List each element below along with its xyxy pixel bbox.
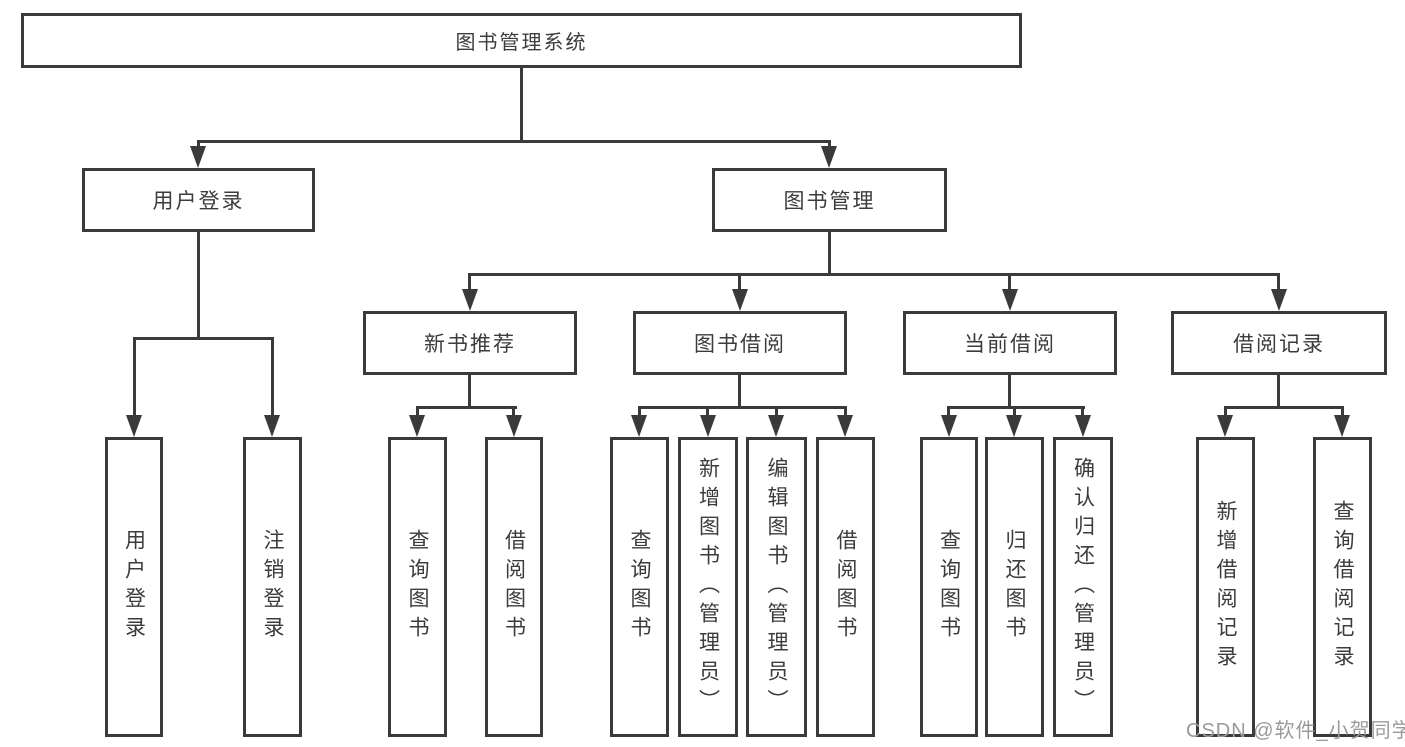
node-current-borrowing: 当前借阅 (903, 311, 1117, 375)
connector-segment (197, 232, 200, 340)
leaf-edit-books-admin: 编辑图书（管理员） (746, 437, 807, 737)
node-new-book-recommendation: 新书推荐 (363, 311, 577, 375)
node-label: 用户登录 (152, 190, 245, 213)
connector-segment (638, 406, 641, 418)
node-label: 查询图书 (937, 529, 961, 645)
node-label: 新增图书（管理员） (696, 456, 720, 718)
arrow-down-icon (768, 415, 784, 437)
node-label: 编辑图书（管理员） (765, 456, 788, 718)
watermark-text: CSDN @软件_小贺同学 (1186, 720, 1405, 742)
leaf-confirm-return-admin: 确认归还（管理员） (1053, 437, 1113, 737)
arrow-down-icon (462, 289, 478, 311)
leaf-query-books-recommend: 查询图书 (388, 437, 447, 737)
connector-segment (1224, 406, 1344, 409)
leaf-logout: 注销登录 (243, 437, 302, 737)
leaf-borrow-books: 借阅图书 (816, 437, 875, 737)
node-label: 归还图书 (1003, 529, 1026, 645)
connector-segment (416, 406, 419, 418)
connector-segment (197, 140, 831, 143)
arrow-down-icon (1075, 415, 1091, 437)
leaf-borrow-books-recommend: 借阅图书 (485, 437, 543, 737)
connector-segment (1008, 375, 1011, 409)
node-label: 当前借阅 (964, 333, 1056, 356)
connector-segment (828, 232, 831, 276)
leaf-query-books-current: 查询图书 (920, 437, 978, 737)
connector-segment (828, 140, 831, 148)
connector-segment (468, 273, 1280, 276)
node-label: 查询借阅记录 (1331, 500, 1354, 674)
connector-segment (133, 337, 136, 417)
connector-segment (468, 375, 471, 409)
node-library-management-system: 图书管理系统 (21, 13, 1022, 68)
connector-segment (1081, 406, 1084, 418)
arrow-down-icon (264, 415, 280, 437)
arrow-down-icon (409, 415, 425, 437)
node-label: 图书借阅 (694, 333, 786, 356)
arrow-down-icon (1217, 415, 1233, 437)
node-label: 查询图书 (406, 529, 429, 645)
arrow-down-icon (821, 146, 837, 168)
connector-segment (133, 337, 274, 340)
node-label: 图书管理 (783, 190, 876, 213)
arrow-down-icon (1334, 415, 1350, 437)
leaf-user-login: 用户登录 (105, 437, 163, 737)
arrow-down-icon (1271, 289, 1287, 311)
connector-segment (197, 140, 200, 148)
node-label: 借阅记录 (1233, 333, 1325, 356)
node-borrowing-records: 借阅记录 (1171, 311, 1387, 375)
connector-segment (706, 406, 709, 418)
leaf-add-borrow-record: 新增借阅记录 (1196, 437, 1255, 737)
connector-segment (1341, 406, 1344, 418)
node-user-login: 用户登录 (82, 168, 315, 232)
leaf-query-books-borrow: 查询图书 (610, 437, 669, 737)
node-book-borrowing: 图书借阅 (633, 311, 847, 375)
node-label: 借阅图书 (502, 529, 526, 645)
connector-segment (947, 406, 1085, 409)
connector-segment (775, 406, 778, 418)
node-label: 注销登录 (261, 529, 284, 645)
connector-segment (1008, 273, 1011, 293)
arrow-down-icon (732, 289, 748, 311)
arrow-down-icon (631, 415, 647, 437)
connector-segment (1013, 406, 1016, 418)
connector-segment (738, 375, 741, 409)
connector-segment (738, 273, 741, 293)
connector-segment (512, 406, 515, 418)
connector-segment (520, 68, 523, 143)
connector-segment (947, 406, 950, 418)
node-label: 借阅图书 (834, 529, 857, 645)
connector-segment (271, 337, 274, 417)
node-label: 图书管理系统 (455, 32, 588, 54)
connector-segment (1277, 375, 1280, 409)
arrow-down-icon (700, 415, 716, 437)
arrow-down-icon (126, 415, 142, 437)
leaf-query-borrow-record: 查询借阅记录 (1313, 437, 1372, 737)
connector-segment (638, 406, 847, 409)
arrow-down-icon (1002, 289, 1018, 311)
node-book-management: 图书管理 (712, 168, 947, 232)
arrow-down-icon (190, 146, 206, 168)
connector-segment (1224, 406, 1227, 418)
leaf-add-books-admin: 新增图书（管理员） (678, 437, 738, 737)
arrow-down-icon (941, 415, 957, 437)
node-label: 新书推荐 (424, 333, 516, 356)
node-label: 新增借阅记录 (1214, 500, 1237, 674)
arrow-down-icon (1006, 415, 1022, 437)
node-label: 确认归还（管理员） (1071, 456, 1095, 718)
connector-segment (468, 273, 471, 293)
leaf-return-books: 归还图书 (985, 437, 1044, 737)
connector-segment (1277, 273, 1280, 293)
node-label: 用户登录 (122, 529, 146, 645)
arrow-down-icon (506, 415, 522, 437)
connector-segment (416, 406, 517, 409)
node-label: 查询图书 (628, 529, 651, 645)
arrow-down-icon (837, 415, 853, 437)
connector-segment (844, 406, 847, 418)
